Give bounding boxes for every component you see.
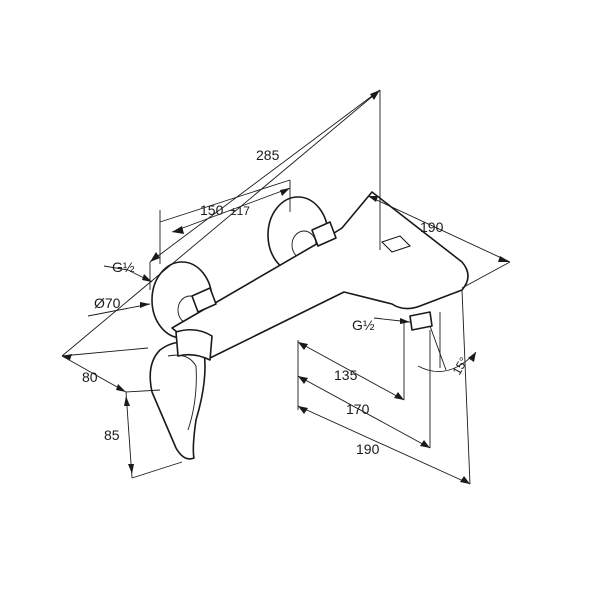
dim-135: 135: [334, 367, 358, 383]
lever-handle: [149, 341, 206, 460]
spout-top-button: [380, 235, 412, 253]
faucet-body-outline: [149, 191, 469, 460]
dimension-labels: 285 150 ±17 G½ Ø70 80 85 190 G½ 15° 135 …: [82, 147, 471, 457]
dim-thread-left: G½: [112, 259, 135, 275]
dim-angle: 15°: [450, 355, 471, 378]
dim-150-tolerance: ±17: [230, 204, 250, 218]
dim-170: 170: [346, 401, 370, 417]
dim-rosette-diameter: Ø70: [94, 295, 121, 311]
dim-285: 285: [256, 147, 280, 163]
dim-190-bottom: 190: [356, 441, 380, 457]
right-connector: [311, 221, 337, 247]
dim-80: 80: [82, 369, 98, 385]
dim-190-top: 190: [420, 219, 444, 235]
dim-thread-outlet: G½: [352, 317, 375, 333]
spout-top-edge: [341, 191, 373, 229]
dimension-lines: [61, 89, 511, 485]
lever-base: [175, 328, 213, 361]
left-connector: [191, 287, 217, 313]
spout-underside: [343, 291, 437, 309]
dim-150: 150: [200, 202, 224, 218]
dim-85: 85: [104, 427, 120, 443]
outlet-nozzle: [409, 311, 433, 331]
